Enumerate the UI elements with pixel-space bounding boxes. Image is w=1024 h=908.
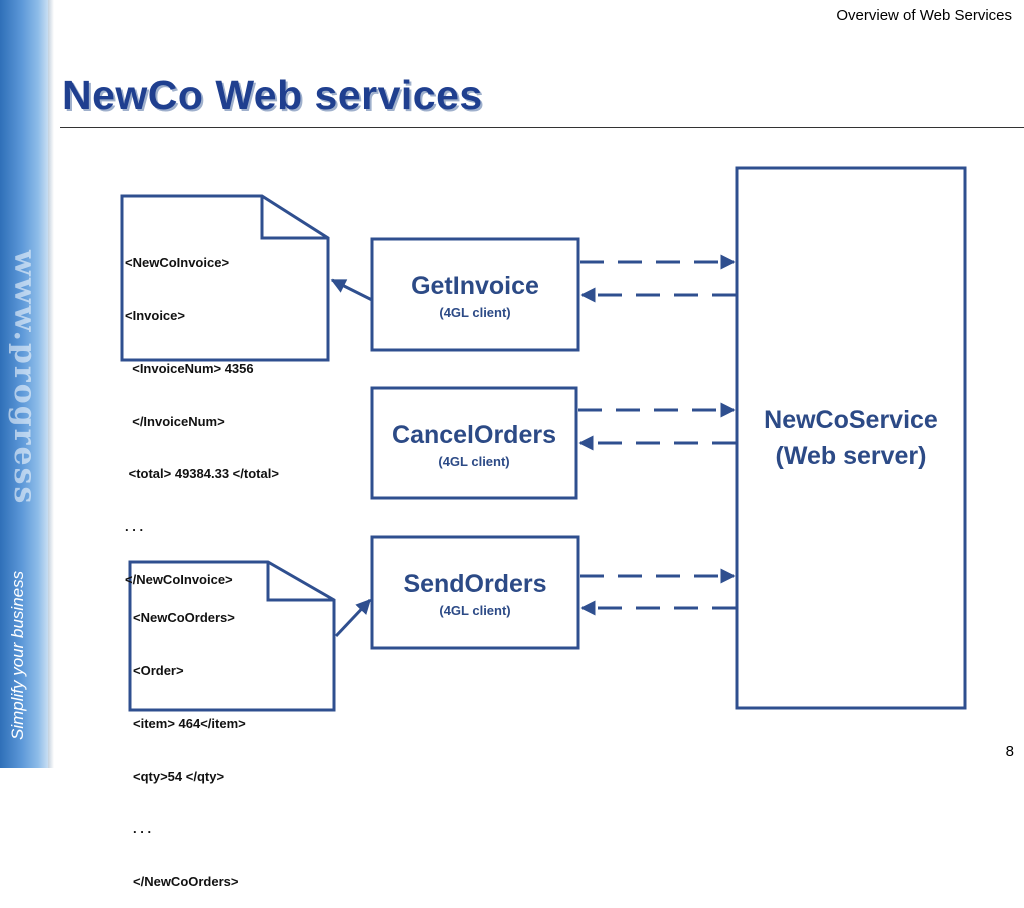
orders-line: <qty>54 </qty> <box>133 768 225 784</box>
sidebar-shadow <box>48 0 54 768</box>
invoice-line: <total> 49384.33 </total> <box>125 466 279 482</box>
sendorders-sublabel: (4GL client) <box>439 603 510 618</box>
getinvoice-label: GetInvoice <box>411 272 539 300</box>
invoice-line: </NewCoInvoice> <box>125 571 233 587</box>
invoice-line: <InvoiceNum> 4356 <box>125 360 254 376</box>
getinvoice-sublabel: (4GL client) <box>439 305 510 320</box>
diagram: GetInvoice (4GL client) CancelOrders (4G… <box>120 166 967 712</box>
orders-line: <Order> <box>133 662 184 678</box>
orders-line: </NewCoOrders> <box>133 874 239 890</box>
orders-line: . . . <box>133 821 152 837</box>
getinvoice-to-invoice-arrow <box>330 278 373 302</box>
slide-title: NewCo Web services <box>62 72 483 118</box>
orders-to-sendorders-arrow <box>334 598 372 638</box>
server-box <box>735 166 967 710</box>
page-number: 8 <box>1005 743 1014 760</box>
invoice-line: . . . <box>125 519 144 535</box>
orders-line: <NewCoOrders> <box>133 610 235 626</box>
invoice-line: </InvoiceNum> <box>125 413 225 429</box>
orders-document-text: <NewCoOrders> <Order> <item> 464</item> … <box>133 574 246 908</box>
cancelorders-label: CancelOrders <box>392 421 556 449</box>
cancelorders-sublabel: (4GL client) <box>438 454 509 469</box>
server-label: NewCoService <box>764 406 938 434</box>
sendorders-label: SendOrders <box>403 570 546 598</box>
sidebar: www.progress Simplify your business <box>0 0 48 768</box>
sidebar-watermark: www.progress <box>7 250 42 506</box>
title-divider <box>60 127 1024 128</box>
invoice-document-fold <box>260 196 328 240</box>
server-sublabel: (Web server) <box>776 442 927 470</box>
getinvoice-box <box>370 237 580 352</box>
invoice-line: <NewCoInvoice> <box>125 255 230 271</box>
orders-document-fold <box>266 562 334 602</box>
cancelorders-box <box>370 386 578 500</box>
invoice-document-text: <NewCoInvoice> <Invoice> <InvoiceNum> 43… <box>125 219 279 606</box>
orders-line: <item> 464</item> <box>133 715 246 731</box>
sendorders-box <box>370 535 580 650</box>
invoice-line: <Invoice> <box>125 307 185 323</box>
section-label: Overview of Web Services <box>836 7 1012 24</box>
